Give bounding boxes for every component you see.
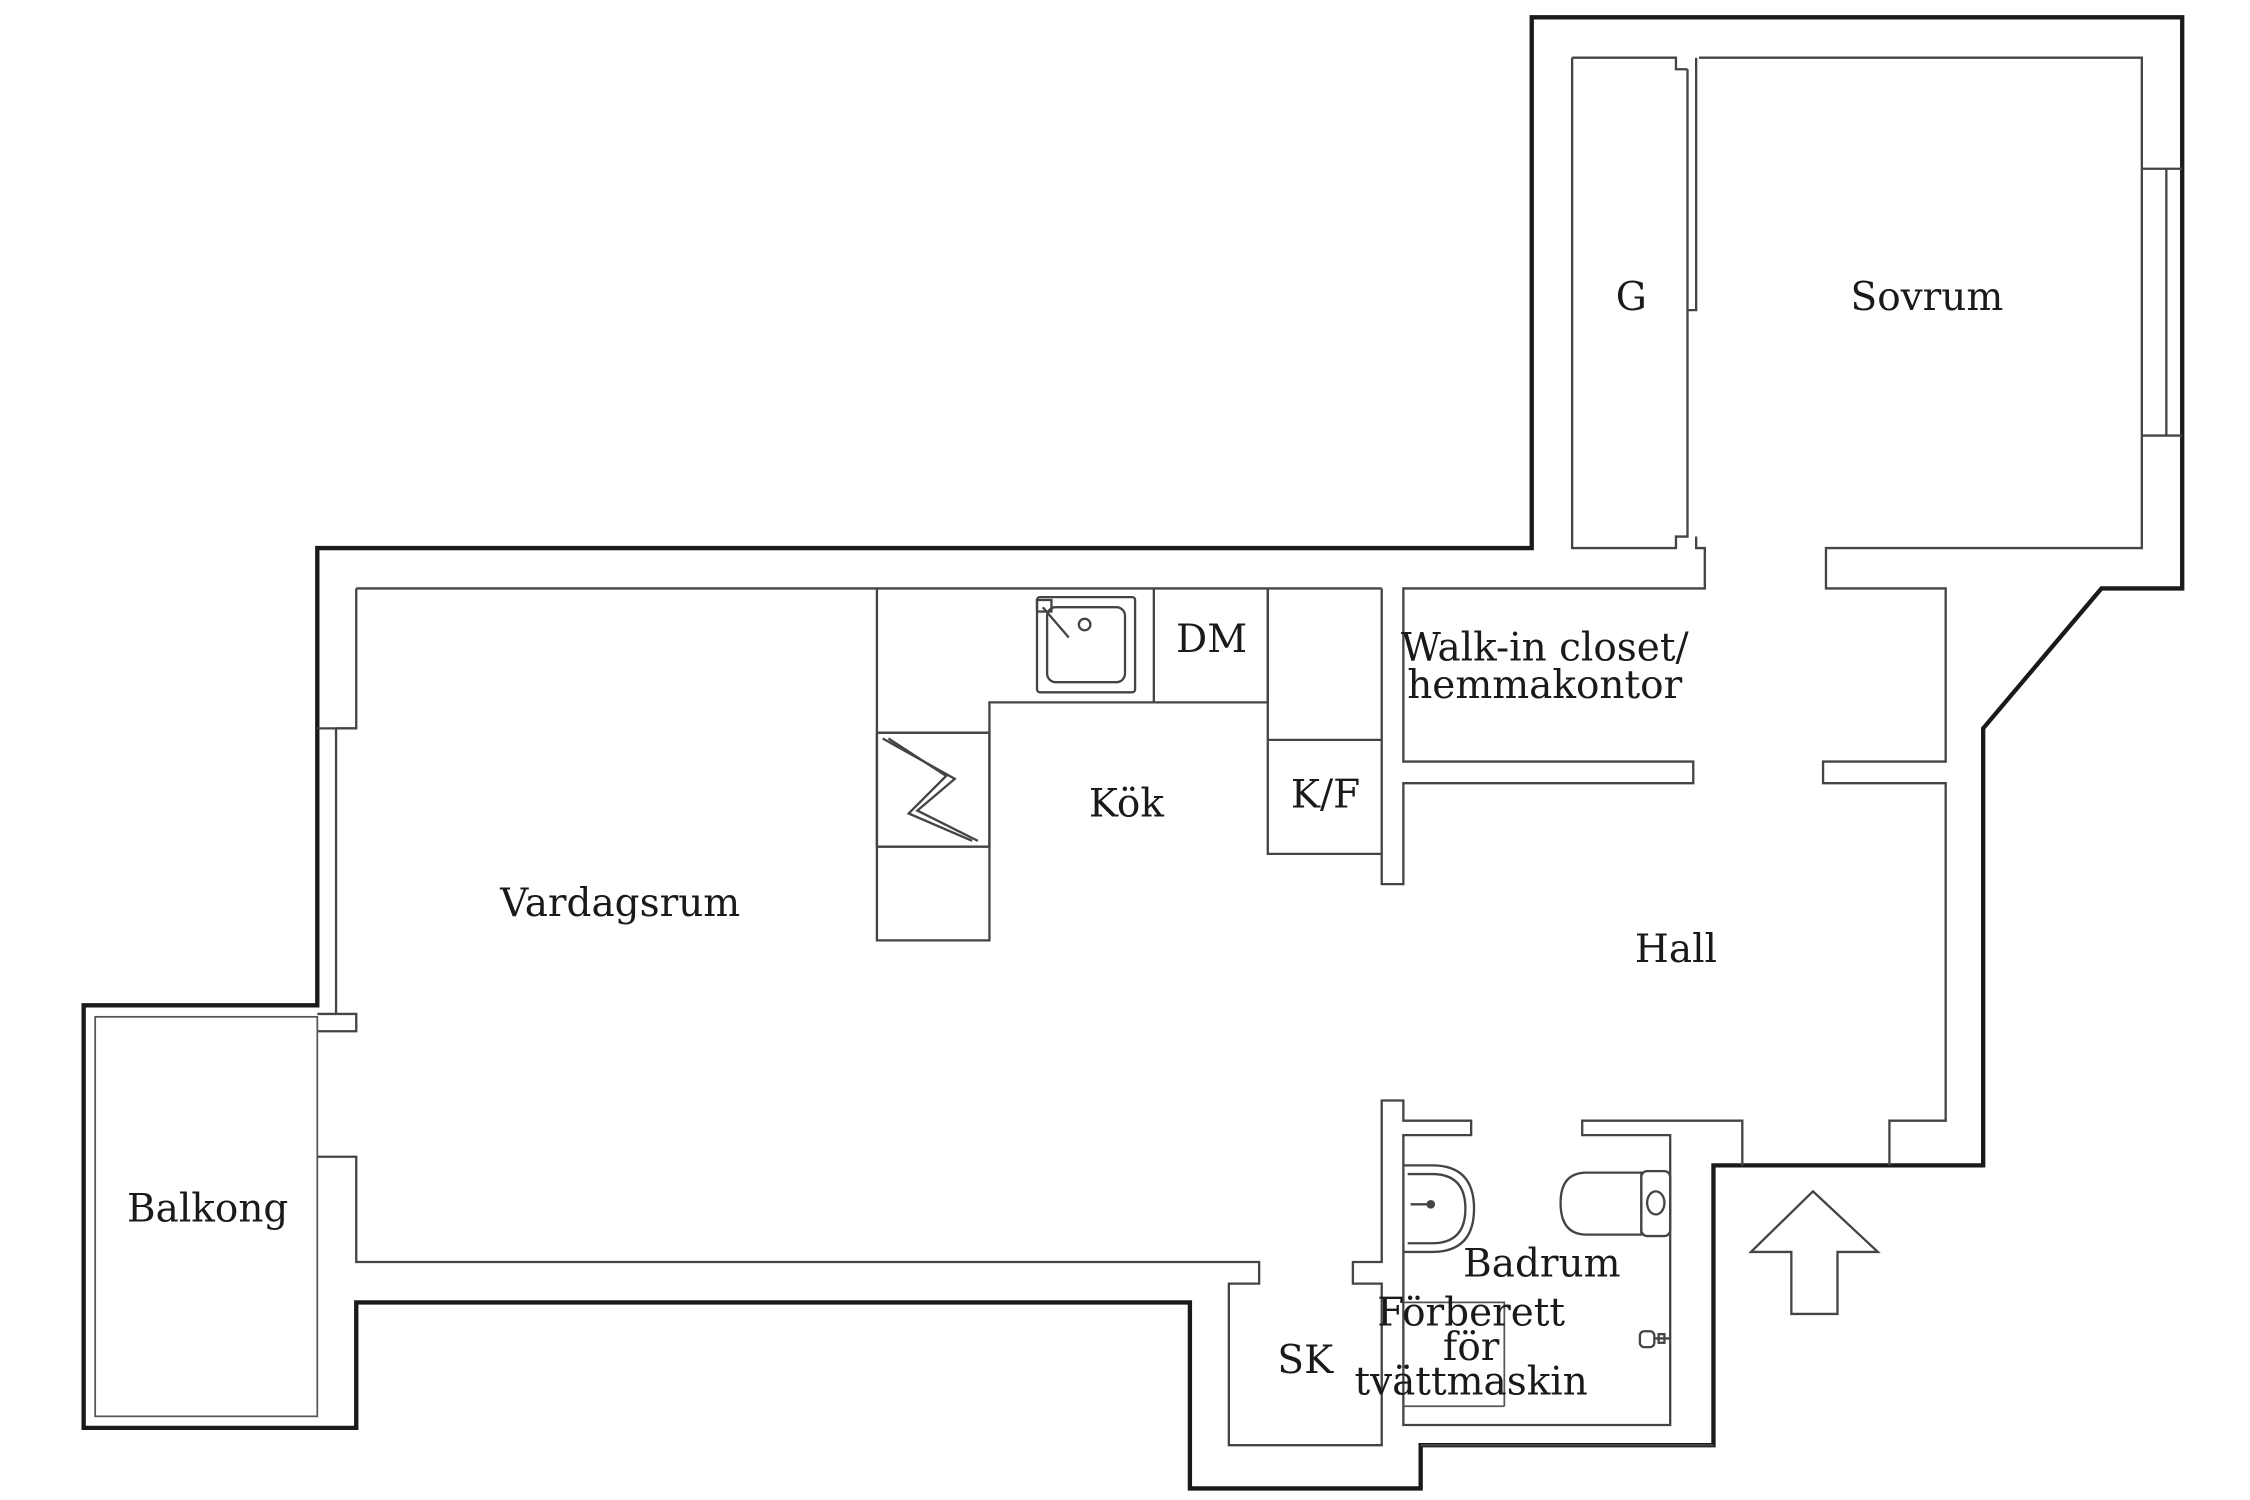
faucet-icon — [1638, 1330, 1671, 1349]
room-labels: G Sovrum DM Walk-in closet/ hemmakontor … — [127, 275, 2003, 1405]
label-bedroom: Sovrum — [1851, 275, 2004, 320]
stove-icon — [875, 731, 991, 848]
label-laundry-line2: för — [1443, 1325, 1500, 1370]
label-dishwasher: DM — [1176, 617, 1247, 662]
balcony — [94, 1015, 319, 1418]
outer-walls — [81, 15, 2185, 1491]
toilet-icon — [1559, 1170, 1672, 1238]
laundry-area — [1403, 1301, 1506, 1408]
sink-icon — [1035, 595, 1137, 694]
balcony-rail — [94, 1015, 319, 1418]
label-living-room: Vardagsrum — [499, 881, 740, 926]
washbasin-icon — [1403, 1164, 1476, 1254]
label-laundry-line1: Förberett — [1377, 1290, 1565, 1335]
label-kitchen: Kök — [1089, 781, 1164, 826]
label-bathroom: Badrum — [1463, 1241, 1620, 1286]
label-hall: Hall — [1635, 927, 1717, 972]
entrance-arrow-icon — [1748, 1189, 1881, 1316]
label-walkin-line1: Walk-in closet/ — [1401, 626, 1690, 671]
inner-walls — [317, 56, 2183, 1447]
label-fridge: K/F — [1291, 773, 1360, 818]
label-wardrobe: G — [1616, 275, 1647, 320]
label-storage: SK — [1277, 1338, 1334, 1383]
label-balcony: Balkong — [127, 1187, 288, 1232]
label-walkin-line2: hemmakontor — [1407, 663, 1682, 708]
label-laundry-line3: tvättmaskin — [1354, 1360, 1587, 1405]
kitchen-counters — [875, 588, 1382, 942]
outer-wall-line — [81, 15, 2185, 1491]
